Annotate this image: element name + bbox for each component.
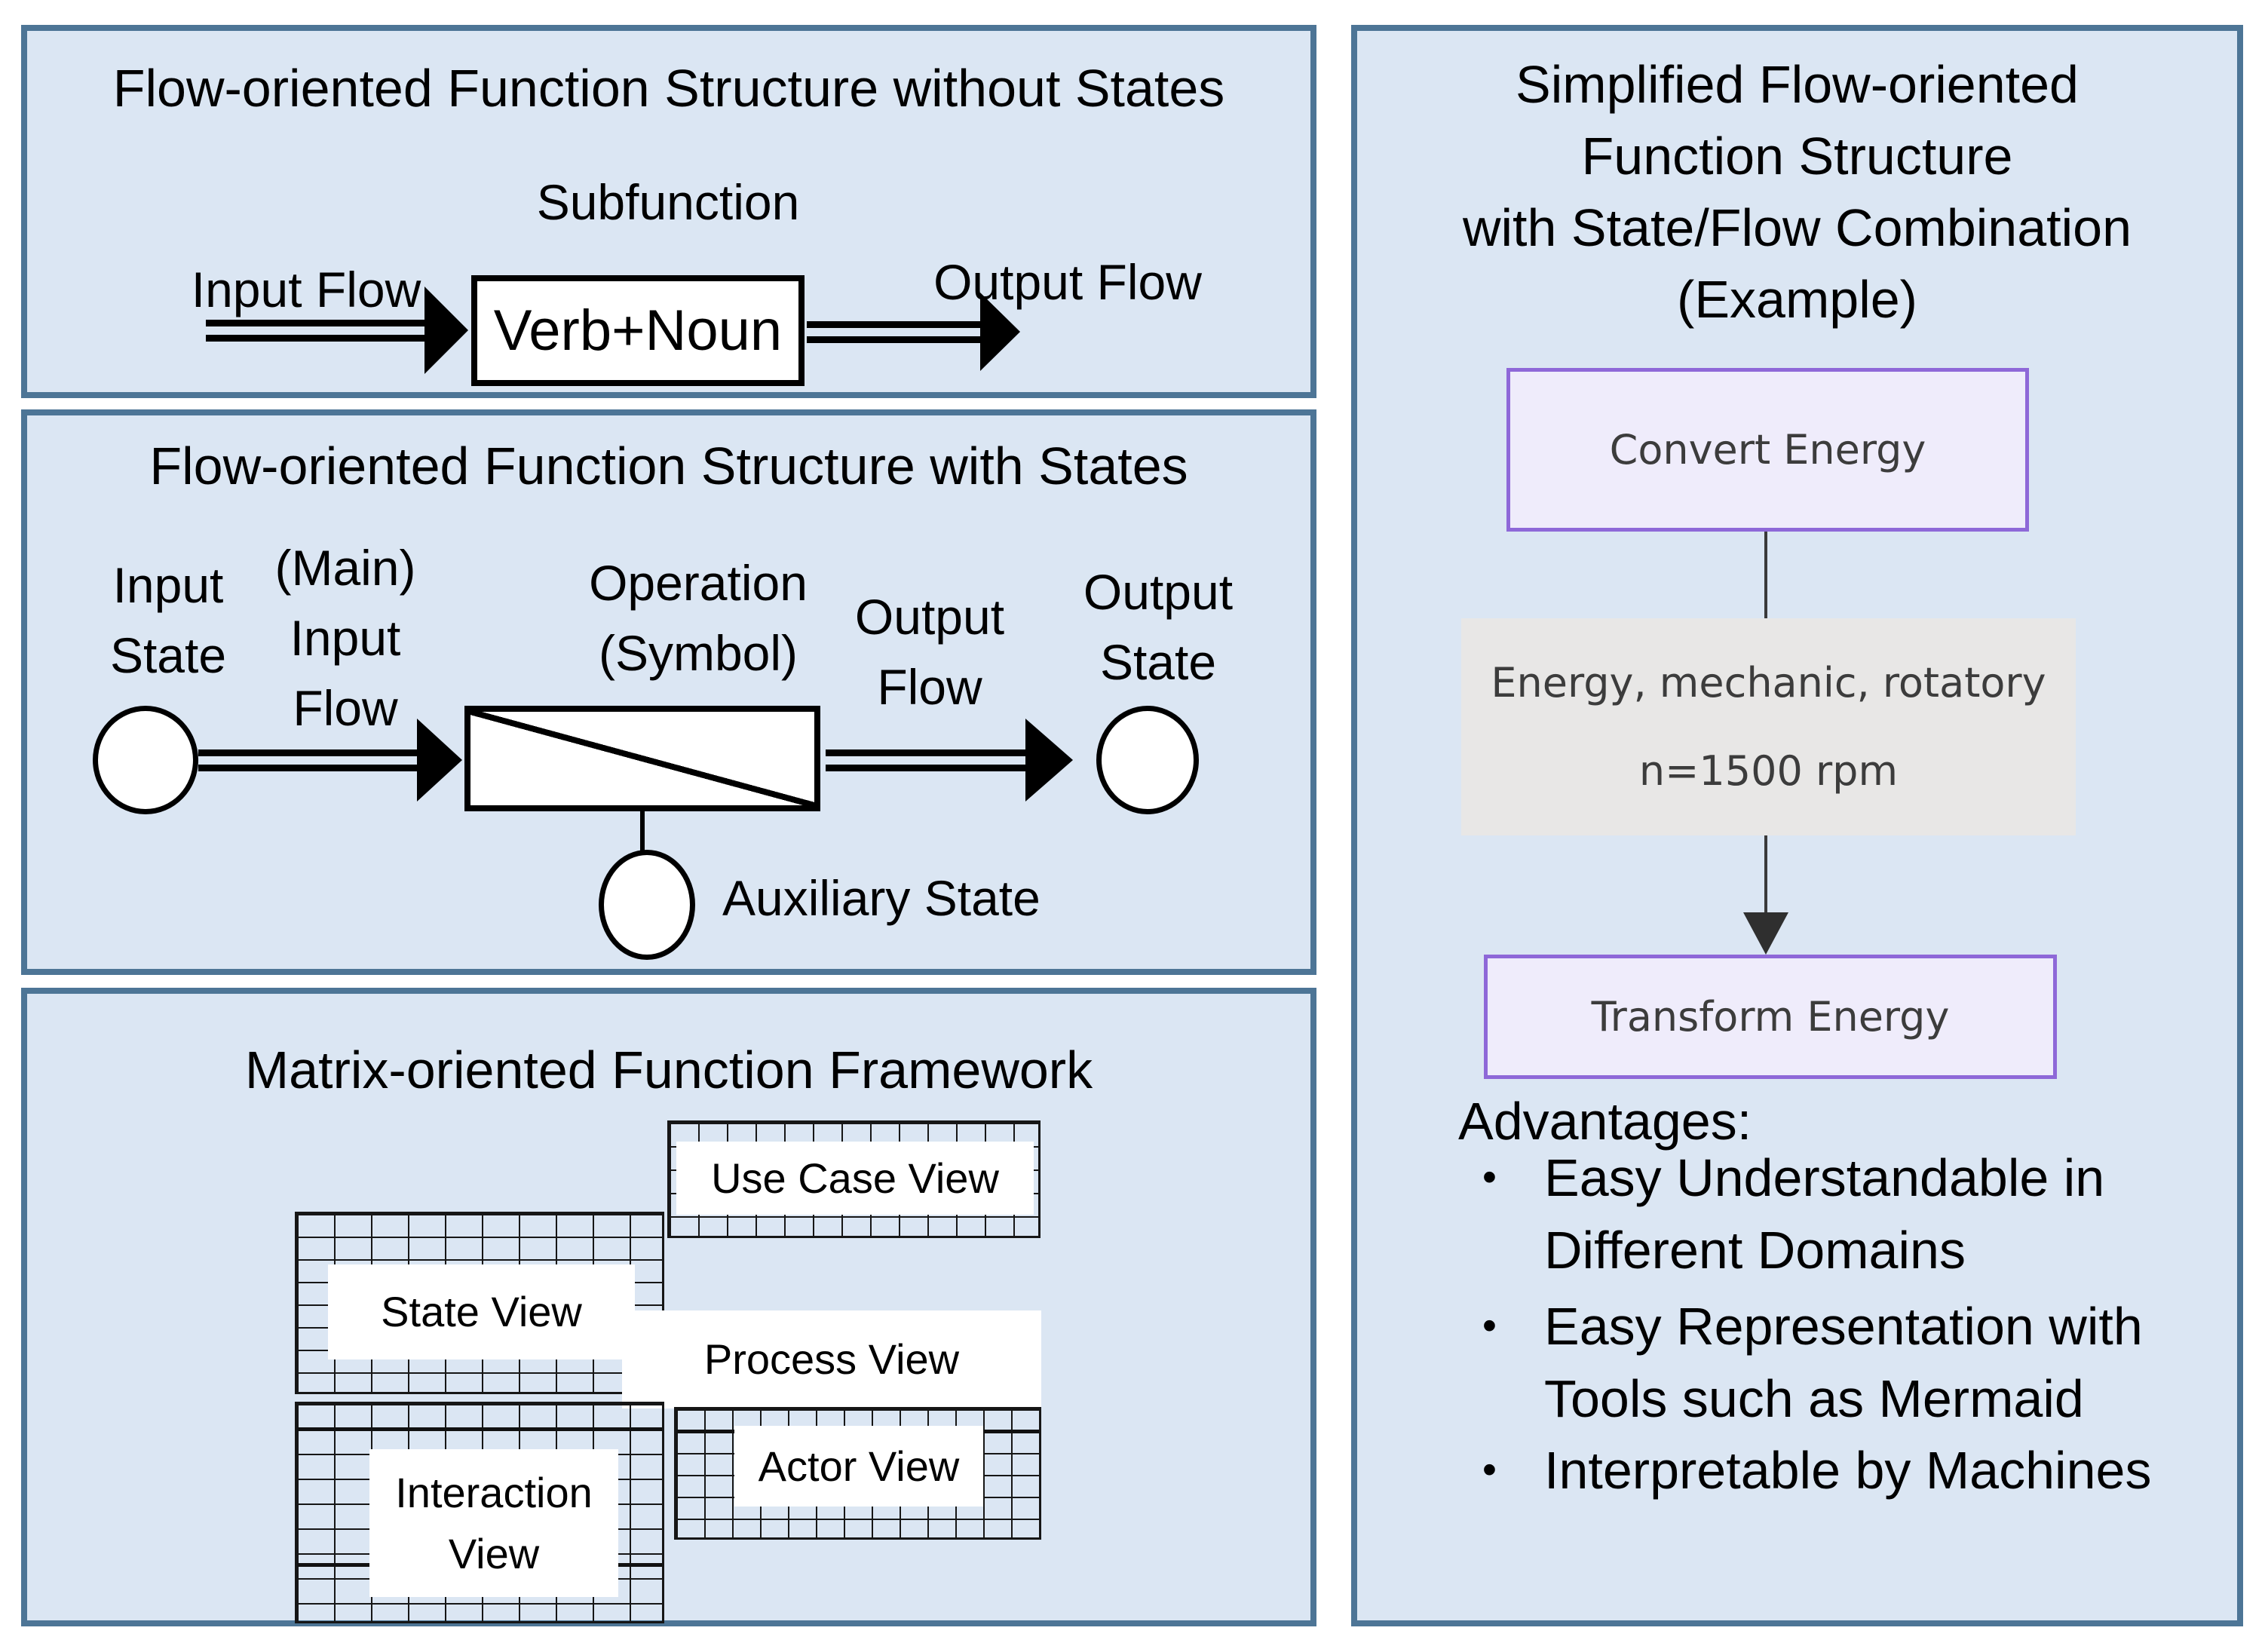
interaction-view-label: Interaction View — [369, 1449, 618, 1597]
auxiliary-connector-line — [640, 811, 645, 852]
actor-view-label: Actor View — [734, 1426, 983, 1507]
actor-view-text: Actor View — [758, 1442, 960, 1490]
arrow-down-icon — [1743, 912, 1788, 955]
arrow-head-icon — [1025, 719, 1073, 802]
interaction-view-text: Interaction View — [395, 1468, 593, 1577]
process-view-label: Process View — [622, 1310, 1041, 1408]
auxiliary-state-circle — [599, 850, 695, 960]
arrow-head-icon — [424, 287, 468, 374]
auxiliary-state-label: Auxiliary State — [722, 870, 1041, 926]
input-state-label: Input State — [109, 557, 227, 683]
output-flow-label: Output Flow — [933, 254, 1202, 310]
edge-label-line1: Energy, mechanic, rotatory — [1491, 659, 2046, 707]
output-flow-label: Output Flow — [854, 589, 1005, 715]
subfunction-label: Subfunction — [536, 174, 800, 230]
bullet-icon: • — [1482, 1447, 1497, 1492]
operation-symbol-box — [464, 706, 820, 811]
panel-flow-with-states: Flow-oriented Function Structure with St… — [21, 409, 1316, 975]
transform-energy-node: Transform Energy — [1484, 955, 2057, 1079]
panel-title: Flow-oriented Function Structure without… — [112, 59, 1225, 118]
panel-matrix-framework: Matrix-oriented Function Framework Use C… — [21, 988, 1316, 1626]
verb-noun-box: Verb+Noun — [471, 275, 805, 386]
panel-title: Matrix-oriented Function Framework — [244, 1041, 1093, 1099]
arrow-bars — [198, 749, 417, 771]
arrow-bars — [206, 320, 424, 342]
arrow-head-icon — [980, 293, 1020, 371]
arrow-head-icon — [417, 719, 462, 802]
bullet-icon: • — [1482, 1303, 1497, 1348]
panel-title: Simplified Flow-oriented Function Struct… — [1462, 55, 2132, 329]
arrow-bars — [826, 749, 1025, 771]
advantage-item: Easy Representation with Tools such as M… — [1544, 1297, 2143, 1428]
edge-label-box: Energy, mechanic, rotatory n=1500 rpm — [1461, 618, 2076, 835]
process-view-text: Process View — [703, 1335, 960, 1384]
output-state-label: Output State — [1083, 564, 1234, 690]
input-state-circle — [93, 706, 198, 814]
panel-simplified-example: Simplified Flow-oriented Function Struct… — [1351, 25, 2243, 1626]
state-view-label: State View — [328, 1264, 635, 1359]
operation-label: Operation (Symbol) — [589, 555, 808, 681]
output-state-circle — [1096, 706, 1199, 814]
bullet-icon: • — [1482, 1154, 1497, 1200]
main-input-flow-label: (Main) Input Flow — [274, 540, 416, 736]
use-case-view-text: Use Case View — [711, 1154, 999, 1202]
state-view-text: State View — [381, 1288, 582, 1336]
use-case-view-label: Use Case View — [676, 1142, 1034, 1215]
advantage-item: Interpretable by Machines — [1544, 1441, 2152, 1500]
input-flow-label: Input Flow — [191, 262, 421, 317]
convert-energy-text: Convert Energy — [1609, 426, 1926, 474]
panel-flow-without-states: Flow-oriented Function Structure without… — [21, 25, 1316, 398]
grid-bold-line — [297, 1427, 662, 1431]
verb-noun-label: Verb+Noun — [493, 299, 783, 363]
transform-energy-text: Transform Energy — [1591, 993, 1950, 1041]
convert-energy-node: Convert Energy — [1506, 368, 2029, 532]
arrow-bars — [807, 321, 980, 343]
advantages-heading: Advantages: — [1458, 1092, 1752, 1151]
advantage-item: Easy Understandable in Different Domains — [1544, 1148, 2105, 1280]
panel-title: Flow-oriented Function Structure with St… — [149, 437, 1188, 495]
edge-label-line2: n=1500 rpm — [1638, 747, 1899, 795]
